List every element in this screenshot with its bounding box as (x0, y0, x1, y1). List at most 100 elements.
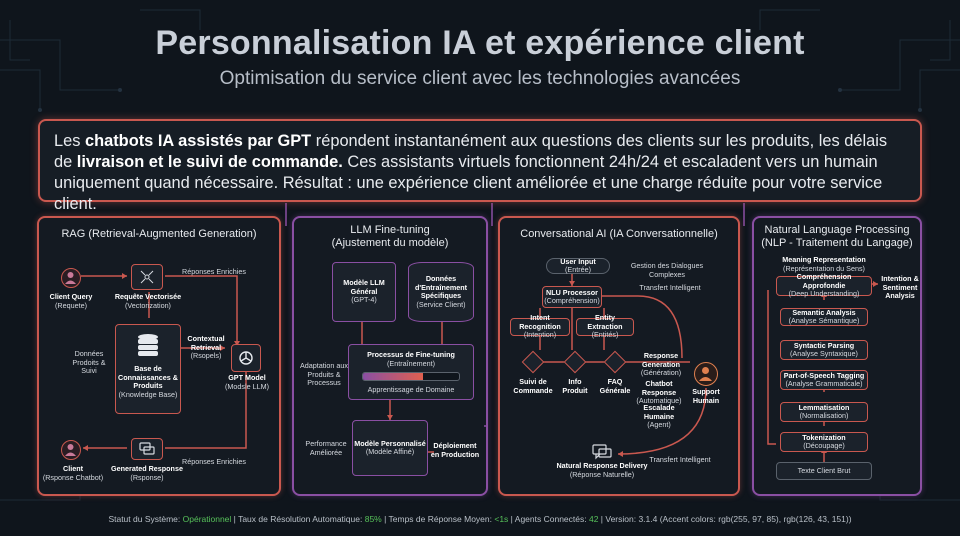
llm-title-main: LLM Fine-tuning (350, 224, 430, 236)
entity-box: Entity Extraction(Entités) (576, 314, 634, 339)
status-label-version: | Version: 3.1.4 (Accent colors: rgb(255… (598, 514, 852, 524)
deep-understanding-box: Compréhension Approfondie(Deep Understan… (776, 272, 872, 299)
rag-generated-sub: (Rsponse) (130, 472, 164, 482)
user-icon (61, 268, 81, 288)
openai-icon (239, 351, 253, 365)
rag-gpt-sub: (Modsle LLM) (225, 381, 269, 391)
conv-response-gen-sub: (Génération) (640, 368, 682, 377)
nlp-lemma-sub: (Normalisation) (799, 411, 849, 420)
conv-dialog-mgmt: Gestion des Dialogues Complexes (630, 261, 704, 279)
vector-icon (140, 270, 154, 284)
conv-chatbot-resp-sub: (Automatique) (636, 396, 682, 405)
knowledge-base-box: Base de Connaissances & Produits(Knowled… (115, 324, 181, 414)
llm-process: Processus de Fine-tuning (367, 350, 455, 359)
rag-client-sub: (Rsponse Chatbot) (42, 472, 104, 482)
nlp-title-main: Natural Language Processing (764, 224, 910, 236)
conv-entity-sub: (Entités) (591, 330, 619, 340)
intro-bold2: livraison et le suivi de commande. (76, 153, 343, 171)
intro-bold1: chatbots IA assistés par GPT (84, 132, 312, 150)
llm-title: LLM Fine-tuning(Ajustement du modèle) (294, 224, 486, 250)
nlp-syntactic: Syntactic Parsing (793, 340, 855, 350)
fine-tuning-progress-bar (362, 372, 460, 381)
support-agent-icon (694, 362, 718, 386)
conv-response-gen: Response Generation (642, 351, 680, 369)
nlp-deep: Compréhension Approfondie (796, 272, 852, 290)
general-model-box: Modèle LLM Général(GPT-4) (332, 262, 396, 322)
rag-connectors (81, 273, 247, 451)
conv-title: Conversational AI (IA Conversationnelle) (520, 228, 718, 240)
llm-domain-learning: Apprentissage de Domaine (367, 385, 455, 394)
nlp-raw-text: Texte Client Brut (797, 465, 851, 475)
rag-client: Client (63, 464, 83, 473)
rag-gpt: GPT Model (228, 373, 266, 382)
training-data-box: Données d'Entraînement Spécifiques(Servi… (408, 262, 474, 322)
llm-custom-model-sub: (Modèle Affiné) (365, 447, 415, 456)
llm-training-data-sub: (Service Client) (416, 299, 466, 309)
llm-custom-model: Modèle Personnalisé (354, 438, 426, 448)
rag-responses-top: Réponses Enrichies (182, 267, 246, 276)
nlp-pos: Part-of-Speech Tagging (783, 370, 865, 380)
nlp-lemma: Lemmatisation (798, 402, 850, 412)
nlp-title-sub: (NLP - Traitement du Langage) (761, 237, 913, 249)
conv-intent-sub: (Intention) (523, 330, 557, 340)
conv-nlu: NLU Processor (546, 287, 598, 297)
chat-icon (139, 442, 155, 455)
rag-generated: Generated Response (111, 464, 183, 473)
nlp-meaning-sub: (Représentation du Sens) (783, 263, 865, 273)
nlp-deep-sub: (Deep Understanding) (788, 289, 860, 299)
nlp-semantic: Semantic Analysis (792, 307, 856, 317)
rag-responses-bottom: Réponses Enrichies (182, 457, 246, 466)
conv-escalation: Escalade Humaine (643, 403, 675, 421)
llm-general-model-sub: (GPT-4) (351, 295, 377, 305)
conv-natural-delivery: Natural Response Delivery (556, 461, 648, 470)
status-label-rate: | Taux de Résolution Automatique: (231, 514, 365, 524)
conv-intent: Intent Recognition (519, 313, 561, 331)
rag-contextual: Contextual Retrieval (187, 334, 225, 352)
llm-connectors (361, 322, 486, 453)
rag-data-products: Données Prodoits & Suivi (72, 349, 106, 375)
nlp-semantic-sub: (Analyse Sémantique) (788, 316, 860, 325)
conv-user-input-sub: (Entrée) (565, 265, 591, 274)
status-system: Opérationnel (182, 514, 232, 524)
conv-order: Suivi de Commande (513, 377, 553, 395)
conv-escalation-sub: (Agent) (647, 420, 671, 429)
conversational-panel: Conversational AI (IA Conversationnelle)… (498, 216, 740, 496)
nlp-panel: Natural Language Processing(NLP - Traite… (752, 216, 922, 496)
nlp-syntactic-sub: (Analyse Syntaxique) (790, 349, 858, 358)
rag-contextual-sub: (Rsopels) (190, 351, 222, 360)
pos-box: Part-of-Speech Tagging(Analyse Grammatic… (780, 370, 868, 390)
syntactic-box: Syntactic Parsing(Analyse Syntaxique) (780, 340, 868, 360)
intent-box: Intent Recognition(Intention) (510, 314, 570, 339)
llm-training-data: Données d'Entraînement Spécifiques (414, 274, 468, 300)
raw-text-box: Texte Client Brut (776, 462, 872, 480)
llm-title-sub: (Ajustement du modèle) (331, 237, 449, 249)
status-agents: 42 (588, 514, 599, 524)
fine-tuning-process-box: Processus de Fine-tuning(Entraînement) A… (348, 344, 474, 400)
conv-user-input: User Input (560, 256, 596, 266)
rag-client-query-sub: (Requete) (55, 300, 87, 310)
database-icon (138, 334, 158, 356)
conv-entity: Entity Extraction (587, 313, 623, 331)
status-label-time: | Temps de Réponse Moyen: (381, 514, 495, 524)
page-subtitle: Optimisation du service client avec les … (219, 68, 741, 89)
rag-title: RAG (Retrieval-Augmented Generation) (61, 228, 257, 240)
rag-vectorize: Requête Vectorisée (114, 292, 182, 301)
rag-client-query: Client Query (49, 292, 93, 301)
custom-model-box: Modèle Personnalisé(Modèle Affiné) (352, 420, 428, 476)
conv-transfer-bottom: Transfert Intelligent (649, 455, 711, 464)
llm-adaptation: Adaptation aux Produits & Processus (300, 361, 348, 387)
rag-kb: Base de Connaissances & Produits (118, 364, 178, 390)
nlu-processor-box: NLU Processor(Compréhension) (542, 286, 602, 308)
llm-performance: Performance Améliorée (305, 439, 347, 457)
lemma-box: Lemmatisation(Normalisation) (780, 402, 868, 422)
user-input-box: User Input (Entrée) (546, 256, 610, 274)
intro-text-box: Les chatbots IA assistés par GPT réponde… (38, 119, 922, 213)
conv-faq: FAQ Générale (599, 377, 631, 395)
llm-panel: LLM Fine-tuning(Ajustement du modèle) Mo… (292, 216, 488, 496)
vectorize-icon-box (131, 264, 163, 290)
status-rate: 85% (364, 514, 382, 524)
intro-part3: Ces assistants virtuels fonctionnent 24h… (54, 153, 883, 213)
conv-chatbot-resp: Chatbot Response (641, 379, 677, 397)
intro-part2: répondent instantanément aux questions d… (54, 132, 888, 171)
